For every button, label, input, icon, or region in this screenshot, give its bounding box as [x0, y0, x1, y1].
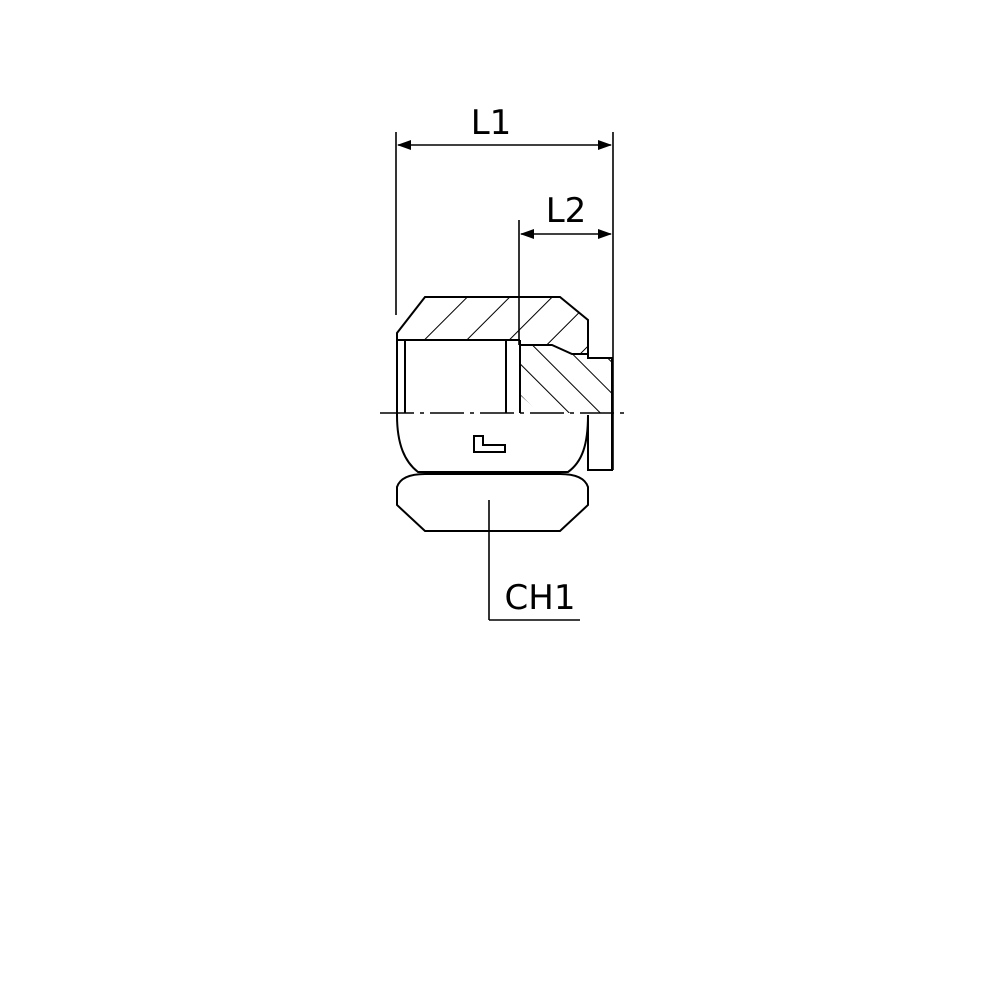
section-hatching	[397, 297, 612, 413]
seal-symbol-icon	[473, 435, 506, 453]
dimension-ch1: CH1	[488, 500, 580, 621]
l2-label: L2	[546, 191, 587, 231]
cap-nut-outline	[380, 296, 628, 532]
dimension-l2: L2	[518, 191, 612, 345]
dimension-l1: L1	[395, 103, 614, 470]
ch1-label: CH1	[505, 578, 576, 618]
l1-label: L1	[471, 103, 512, 143]
